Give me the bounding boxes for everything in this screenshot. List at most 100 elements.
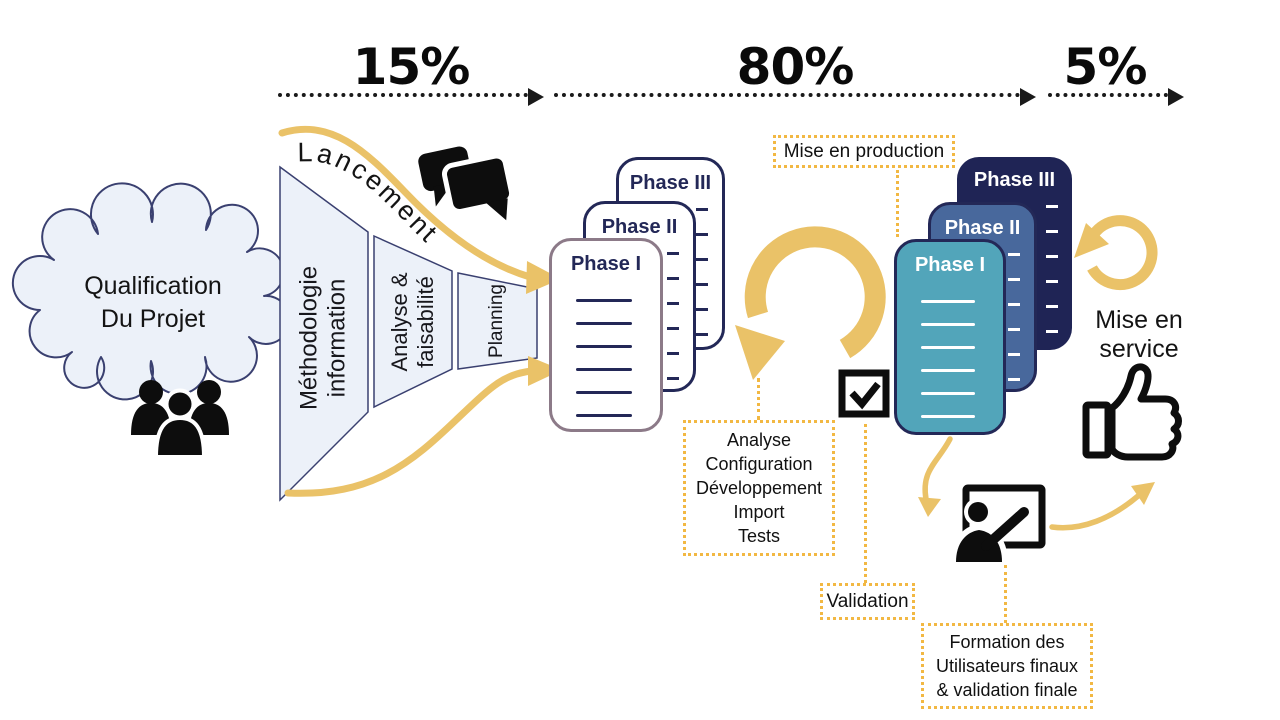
spec-doc-phase3-title: Phase III (629, 172, 712, 194)
spec-phase2-tick (667, 302, 679, 305)
thumbs-up-icon (1082, 363, 1182, 461)
stage1-line2: information (324, 278, 351, 398)
spec-phase3-tick (696, 283, 708, 286)
funnel-stage1-label: Méthodologie information (296, 266, 353, 410)
service-label: Mise en service (1080, 306, 1198, 364)
stage2-line1: Analyse & (387, 272, 413, 372)
presenter-whiteboard-icon (949, 484, 1046, 568)
spec-phase2-tick (667, 277, 679, 280)
checkbox-checked-icon (838, 369, 890, 418)
build-doc-phase3-title: Phase III (973, 169, 1056, 191)
flow-segment-2-arrowhead (1020, 88, 1036, 106)
training-line-3: & validation finale (936, 680, 1078, 700)
phase-weight-5: 5% (1063, 38, 1148, 96)
spec-phase3-tick (696, 258, 708, 261)
spec-doc-phase1: Phase I (549, 238, 663, 432)
validation-connector (864, 424, 867, 583)
build-phase3-tick (1046, 230, 1058, 233)
build-phase1-line (921, 300, 975, 303)
build-phase1-line (921, 346, 975, 349)
stage3-line1: Planning (485, 284, 507, 358)
funnel-stage3-shape (457, 272, 538, 370)
flow-segment-2-line (554, 93, 1020, 97)
build-phase1-line (921, 323, 975, 326)
funnel-stage1-shape (279, 165, 369, 502)
project-qualification-label: Qualification Du Projet (58, 270, 248, 335)
build-step-analyse: Analyse (726, 430, 792, 450)
spec-phase1-line (576, 322, 632, 325)
spec-phase2-tick (667, 352, 679, 355)
production-connector (896, 170, 899, 237)
build-phase2-tick (1008, 303, 1020, 306)
build-step-import: Import (733, 502, 785, 522)
production-callout: Mise en production (773, 135, 955, 168)
cloud-line-2: Du Projet (100, 304, 206, 333)
funnel-stage3-label: Planning (486, 284, 508, 358)
flow-segment-1-line (278, 93, 528, 97)
build-doc-phase1-title: Phase I (914, 254, 986, 276)
funnel-stage2-label: Analyse & faisabilité (387, 272, 439, 371)
service-line-1: Mise en (1095, 306, 1183, 334)
build-steps-connector (757, 378, 760, 420)
build-phase1-line (921, 369, 975, 372)
users-group-icon (131, 380, 229, 459)
spec-phase1-line (576, 299, 632, 302)
rotate-ccw-arrow-icon (735, 226, 886, 380)
build-phase3-tick (1046, 330, 1058, 333)
phase-weight-15: 15% (352, 38, 471, 96)
spec-phase2-tick (667, 327, 679, 330)
training-connector (1004, 565, 1007, 623)
build-step-developpement: Développement (695, 478, 823, 498)
service-line-2: service (1099, 335, 1179, 363)
build-step-configuration: Configuration (705, 454, 813, 474)
spec-doc-phase2-title: Phase II (601, 216, 678, 238)
speech-bubbles-icon (418, 146, 515, 221)
flow-segment-3-line (1048, 93, 1168, 97)
stage1-line1: Méthodologie (295, 265, 323, 411)
build-phase3-tick (1046, 280, 1058, 283)
production-label: Mise en production (783, 141, 945, 162)
build-phase2-tick (1008, 278, 1020, 281)
spec-phase1-line (576, 368, 632, 371)
to-service-arrow (1049, 482, 1155, 531)
build-doc-phase2-title: Phase II (944, 217, 1021, 239)
spec-phase3-tick (696, 208, 708, 211)
build-doc-phase1: Phase I (894, 239, 1006, 435)
spec-phase3-tick (696, 233, 708, 236)
launch-bottom-arrowhead (528, 356, 562, 386)
rotate-arrow-icon (1074, 215, 1158, 291)
spec-doc-phase1-title: Phase I (570, 253, 642, 275)
build-phase1-line (921, 415, 975, 418)
build-phase2-tick (1008, 253, 1020, 256)
launch-top-arrowhead (526, 261, 561, 294)
validation-label: Validation (826, 591, 909, 612)
build-phase2-tick (1008, 378, 1020, 381)
funnel-stage2-shape (373, 234, 453, 409)
launch-flow-arrows (282, 129, 562, 493)
spec-phase3-tick (696, 308, 708, 311)
cloud-line-1: Qualification (84, 272, 222, 300)
spec-phase3-tick (696, 333, 708, 336)
build-phase2-tick (1008, 353, 1020, 356)
training-callout: Formation des Utilisateurs finaux & vali… (921, 623, 1093, 709)
build-phase2-tick (1008, 328, 1020, 331)
build-phase3-tick (1046, 255, 1058, 258)
funnel-shape (279, 165, 538, 502)
spec-phase1-line (576, 345, 632, 348)
flow-segment-1-arrowhead (528, 88, 544, 106)
to-training-arrow (918, 436, 953, 517)
phase-weight-80: 80% (736, 38, 855, 96)
spec-phase1-line (576, 391, 632, 394)
cloud-shape (11, 182, 291, 401)
training-line-2: Utilisateurs finaux (935, 656, 1079, 676)
training-line-1: Formation des (949, 632, 1065, 652)
build-phase3-tick (1046, 305, 1058, 308)
spec-phase2-tick (667, 252, 679, 255)
validation-callout: Validation (820, 583, 915, 620)
build-phase1-line (921, 392, 975, 395)
flow-segment-3-arrowhead (1168, 88, 1184, 106)
build-phase3-tick (1046, 205, 1058, 208)
spec-phase1-line (576, 414, 632, 417)
